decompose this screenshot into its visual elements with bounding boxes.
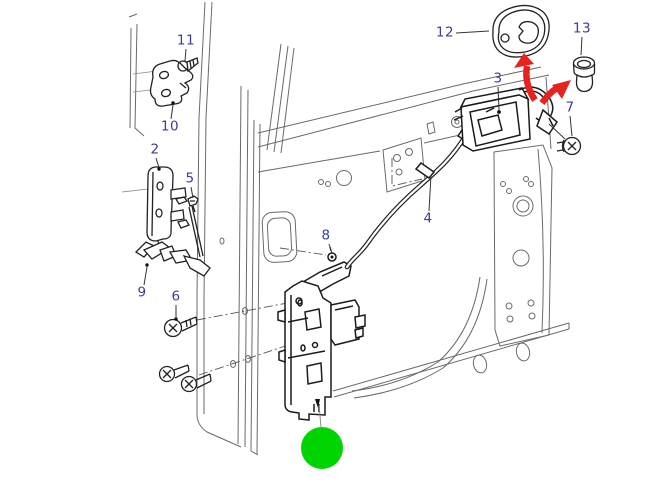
callout-5[interactable]: 5 bbox=[185, 170, 195, 187]
callout-12[interactable]: 12 bbox=[435, 24, 455, 41]
part-clip-5 bbox=[187, 195, 204, 258]
callout-4[interactable]: 4 bbox=[423, 210, 433, 227]
part-screw-11 bbox=[177, 57, 199, 73]
part-cover-plate-12 bbox=[492, 4, 550, 58]
part-striker-2 bbox=[146, 166, 190, 249]
part-hinge-bracket-10 bbox=[149, 59, 194, 107]
callout-6[interactable]: 6 bbox=[171, 288, 181, 305]
part-screw-6 bbox=[163, 316, 198, 338]
part-screw-7 bbox=[556, 136, 582, 156]
callout-10[interactable]: 10 bbox=[160, 118, 180, 135]
part-latch-3 bbox=[453, 86, 566, 152]
mounting-screws bbox=[158, 364, 212, 393]
callout-leader-lines bbox=[143, 30, 583, 321]
callout-3[interactable]: 3 bbox=[493, 70, 503, 87]
green-highlight-marker[interactable] bbox=[301, 404, 343, 469]
part-bracket-9 bbox=[134, 241, 211, 277]
callout-8[interactable]: 8 bbox=[321, 227, 331, 244]
door-frame-drawing bbox=[121, 1, 570, 456]
red-arrow-to-12 bbox=[514, 53, 538, 102]
callout-2[interactable]: 2 bbox=[150, 141, 160, 158]
lock-actuator-assembly bbox=[277, 261, 366, 421]
callout-9[interactable]: 9 bbox=[137, 284, 147, 301]
part-cable-4 bbox=[344, 128, 474, 270]
callout-11[interactable]: 11 bbox=[176, 32, 196, 49]
callout-13[interactable]: 13 bbox=[572, 20, 592, 37]
part-grommet-8 bbox=[327, 246, 337, 262]
assembly-axis-lines bbox=[196, 247, 327, 376]
part-plug-13 bbox=[572, 56, 596, 93]
red-arrow-to-13 bbox=[539, 80, 571, 105]
callout-7[interactable]: 7 bbox=[565, 99, 575, 116]
